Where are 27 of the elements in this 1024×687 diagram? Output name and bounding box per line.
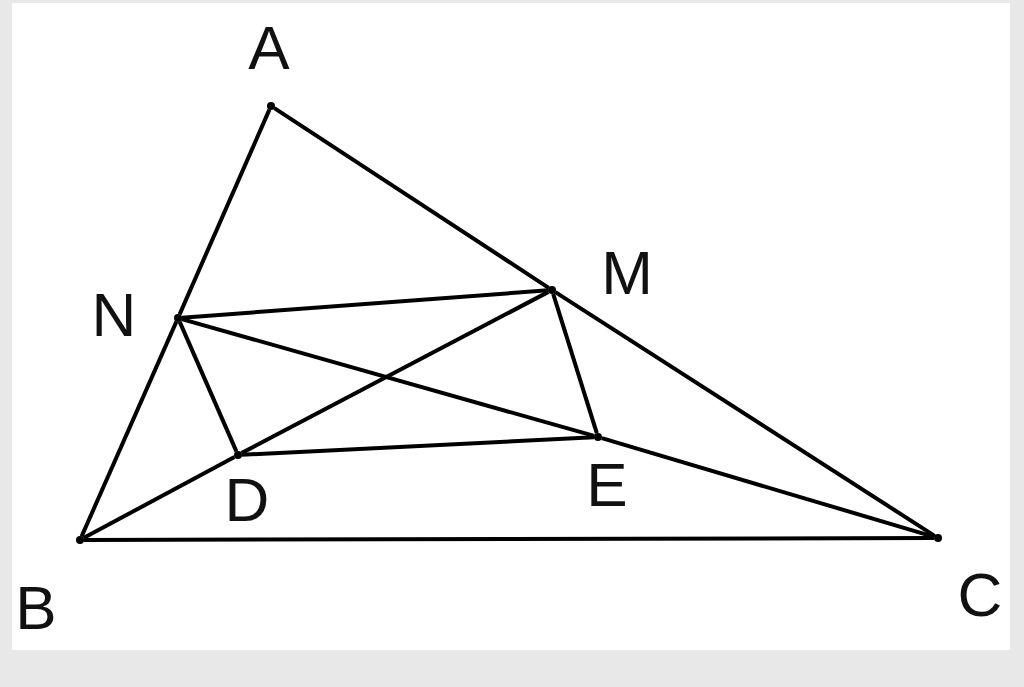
line-segment [181,288,549,320]
line-segment [181,317,595,438]
point-label: A [248,17,290,79]
line-segment [241,435,595,457]
line-segment [79,320,179,538]
line-segment [551,293,599,434]
vertex-point [934,534,942,542]
vertex-point [76,536,84,544]
line-segment [177,320,239,453]
vertex-point [267,102,275,110]
line-segment [554,290,936,538]
vertex-point [234,451,242,459]
line-segment [240,290,550,455]
point-label: C [957,564,1003,626]
vertex-point [174,314,182,322]
point-label: N [91,284,137,346]
line-segment [273,106,550,290]
line-segment [601,436,935,539]
line-segment [82,455,236,540]
vertex-point [548,286,556,294]
line-segment [84,536,934,542]
point-label: B [15,577,57,639]
point-label: D [224,469,270,531]
point-label: E [586,454,628,516]
line-segment [177,108,272,316]
point-label: M [601,242,653,304]
vertex-point [594,433,602,441]
